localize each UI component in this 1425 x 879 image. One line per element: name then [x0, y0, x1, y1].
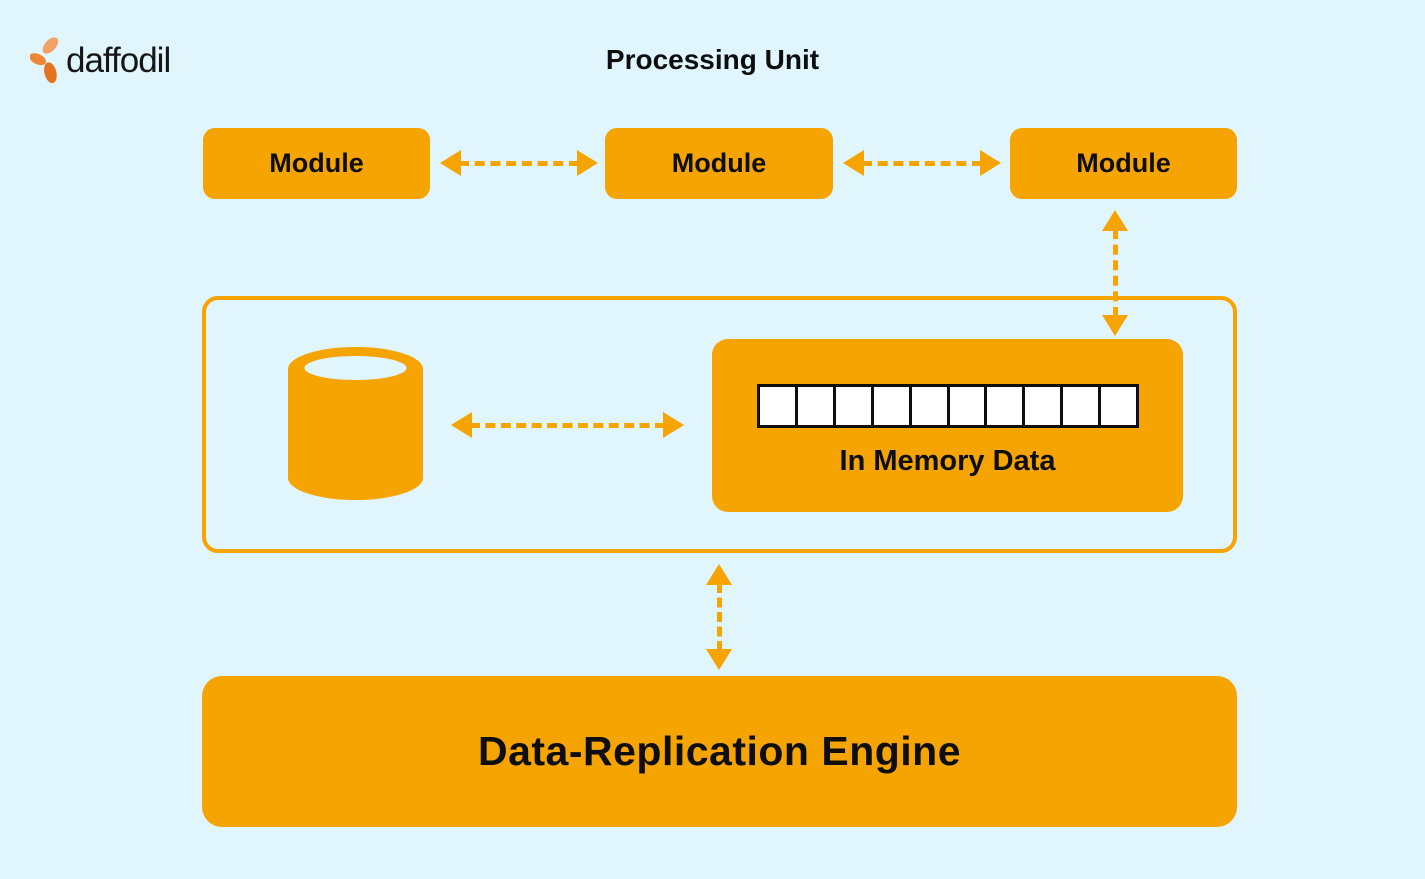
- memory-cell: [949, 387, 985, 425]
- module2-module3-arrow: [843, 150, 1001, 176]
- memory-cell-strip: [757, 384, 1139, 428]
- memory-cell: [987, 387, 1023, 425]
- diagram-title: Processing Unit: [605, 44, 820, 75]
- dashed-line: [470, 422, 665, 428]
- arrow-up-head-icon: [1102, 210, 1128, 231]
- logo-wordmark: daffodil: [66, 40, 171, 80]
- arrow-up-head-icon: [706, 564, 732, 585]
- daffodil-flower-icon: [30, 37, 59, 84]
- arrow-left-head-icon: [451, 412, 472, 438]
- in-memory-data-box: In Memory Data: [712, 339, 1183, 512]
- module-1-label: Module: [269, 148, 364, 178]
- memory-cell: [1101, 387, 1137, 425]
- arrow-left-head-icon: [843, 150, 864, 176]
- module-box-2: Module: [605, 128, 833, 199]
- memory-cell: [797, 387, 833, 425]
- memory-cell: [1025, 387, 1061, 425]
- daffodil-logo: daffodil: [30, 34, 171, 86]
- arrow-down-head-icon: [1102, 315, 1128, 336]
- engine-label: Data-Replication Engine: [477, 728, 962, 774]
- database-memory-arrow: [451, 412, 684, 438]
- module-3-label: Module: [1076, 148, 1171, 178]
- memory-cell: [1063, 387, 1099, 425]
- arrow-right-head-icon: [663, 412, 684, 438]
- memory-cell: [911, 387, 947, 425]
- storage-layer-container: [202, 296, 1237, 553]
- module-box-3: Module: [1010, 128, 1237, 199]
- arrow-down-head-icon: [706, 649, 732, 670]
- arrow-right-head-icon: [980, 150, 1001, 176]
- module-2-label: Module: [671, 148, 767, 178]
- module3-storage-arrow: [1102, 210, 1128, 336]
- dashed-line: [716, 583, 722, 651]
- data-replication-engine-box: Data-Replication Engine: [202, 676, 1237, 827]
- arrow-left-head-icon: [440, 150, 461, 176]
- memory-cell: [760, 387, 795, 425]
- dashed-line: [862, 160, 982, 166]
- in-memory-data-label: In Memory Data: [839, 445, 1056, 477]
- module-box-1: Module: [203, 128, 430, 199]
- database-cylinder-icon: [288, 347, 423, 500]
- dashed-line: [1112, 229, 1118, 317]
- module1-module2-arrow: [440, 150, 598, 176]
- arrow-right-head-icon: [577, 150, 598, 176]
- memory-cell: [873, 387, 909, 425]
- memory-cell: [835, 387, 871, 425]
- storage-engine-arrow: [706, 564, 732, 670]
- dashed-line: [459, 160, 579, 166]
